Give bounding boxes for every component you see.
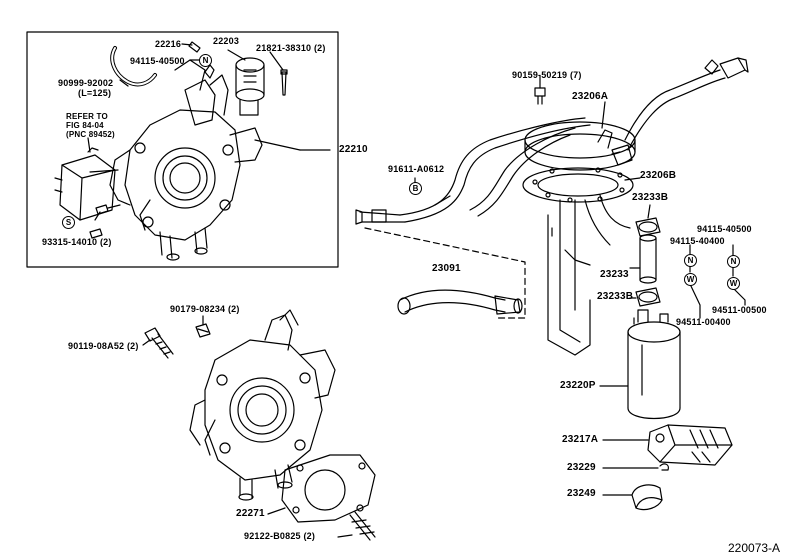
fuel-pump-23220p bbox=[627, 309, 681, 419]
label-23220p: 23220P bbox=[560, 380, 596, 391]
s-symbol-icon: S bbox=[62, 216, 75, 229]
label-23206a: 23206A bbox=[572, 91, 609, 102]
label-93315-14010: 93315-14010 (2) bbox=[42, 237, 112, 247]
label-94511-00400: 94511-00400 bbox=[676, 317, 731, 327]
bolt-90159 bbox=[534, 87, 546, 105]
label-23206b: 23206B bbox=[640, 170, 677, 181]
label-23229: 23229 bbox=[567, 462, 596, 473]
diagram-reference-number: 220073-A bbox=[728, 541, 781, 555]
label-90179-08234: 90179-08234 (2) bbox=[170, 304, 240, 314]
label-23091: 23091 bbox=[432, 263, 461, 274]
refer-to-line1: REFER TO bbox=[66, 112, 108, 121]
label-22203: 22203 bbox=[213, 36, 240, 46]
refer-to-line2: FIG 84-04 bbox=[66, 121, 104, 130]
label-90119-08a52: 90119-08A52 (2) bbox=[68, 341, 139, 351]
stud-92122 bbox=[349, 511, 376, 541]
throttle-body-assembly-inset bbox=[89, 59, 263, 261]
hose-23233 bbox=[639, 234, 657, 284]
label-23233: 23233 bbox=[600, 269, 629, 280]
label-21821-38310: 21821-38310 (2) bbox=[256, 43, 326, 53]
n-symbol-icon: N bbox=[727, 255, 740, 268]
clip-23229 bbox=[659, 463, 669, 471]
label-22216: 22216 bbox=[155, 39, 182, 49]
label-22210: 22210 bbox=[339, 144, 368, 155]
throttle-body-main bbox=[189, 309, 336, 501]
cushion-23249 bbox=[631, 484, 663, 511]
label-94115-40400: 94115-40400 bbox=[670, 236, 725, 246]
label-94115-40500: 94115-40500 bbox=[697, 224, 752, 234]
hose-90999 bbox=[110, 46, 157, 87]
sensor-22203 bbox=[235, 57, 265, 116]
label-94115-40500-inset: 94115-40500 bbox=[130, 56, 185, 66]
label-94511-00500: 94511-00500 bbox=[712, 305, 767, 315]
label-90999-92002: 90999-92002 bbox=[58, 78, 114, 88]
label-23217a: 23217A bbox=[562, 434, 599, 445]
clamp-23233b-top bbox=[635, 217, 661, 237]
hose-23091 bbox=[397, 289, 523, 315]
bolt-22216 bbox=[188, 41, 201, 53]
sensor-module-inset bbox=[54, 147, 116, 221]
pump-filter-23217a bbox=[647, 424, 733, 466]
screw-21821 bbox=[281, 71, 287, 96]
w-symbol-icon: W bbox=[684, 273, 697, 286]
label-23233b-top: 23233B bbox=[632, 192, 669, 203]
clamp-23233b-bottom bbox=[635, 287, 661, 307]
inset-frame bbox=[26, 31, 339, 268]
gasket-22271 bbox=[281, 454, 376, 523]
n-symbol-icon: N bbox=[199, 54, 212, 67]
label-22271: 22271 bbox=[236, 508, 265, 519]
label-92122-b0825: 92122-B0825 (2) bbox=[244, 531, 316, 541]
b-symbol-icon: B bbox=[409, 182, 422, 195]
w-symbol-icon: W bbox=[727, 277, 740, 290]
label-hose-length: (L=125) bbox=[78, 88, 112, 98]
label-91611-a0612: 91611-A0612 bbox=[388, 164, 445, 174]
label-23233b-bottom: 23233B bbox=[597, 291, 634, 302]
label-90159-50219: 90159-50219 (7) bbox=[512, 70, 582, 80]
fuel-sender-assembly bbox=[355, 57, 749, 356]
n-symbol-icon: N bbox=[684, 254, 697, 267]
label-23249: 23249 bbox=[567, 488, 596, 499]
refer-to-line3: (PNC 89452) bbox=[66, 130, 115, 139]
bolt-90119 bbox=[144, 327, 174, 359]
